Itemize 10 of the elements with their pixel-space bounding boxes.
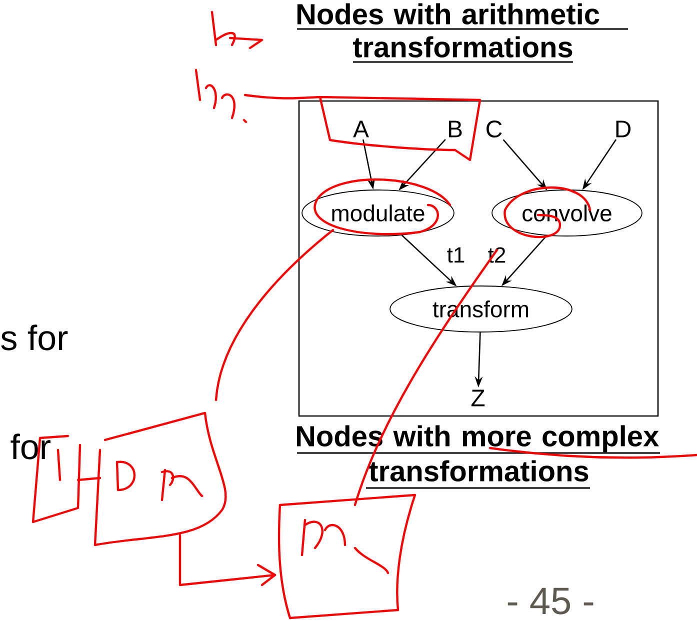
variable-label: D xyxy=(616,120,631,138)
variable-label: B xyxy=(448,120,462,138)
edge-label: t1 xyxy=(447,247,464,263)
title: Nodes with arithmetic transformations xyxy=(297,3,628,63)
variable-label: A xyxy=(353,120,369,138)
variable-label: Z xyxy=(471,390,485,406)
slide-text: s for xyxy=(1,324,68,350)
slide-text: - 45 - xyxy=(508,588,594,614)
variable-label: C xyxy=(486,120,502,138)
diagram-frame xyxy=(298,100,659,417)
